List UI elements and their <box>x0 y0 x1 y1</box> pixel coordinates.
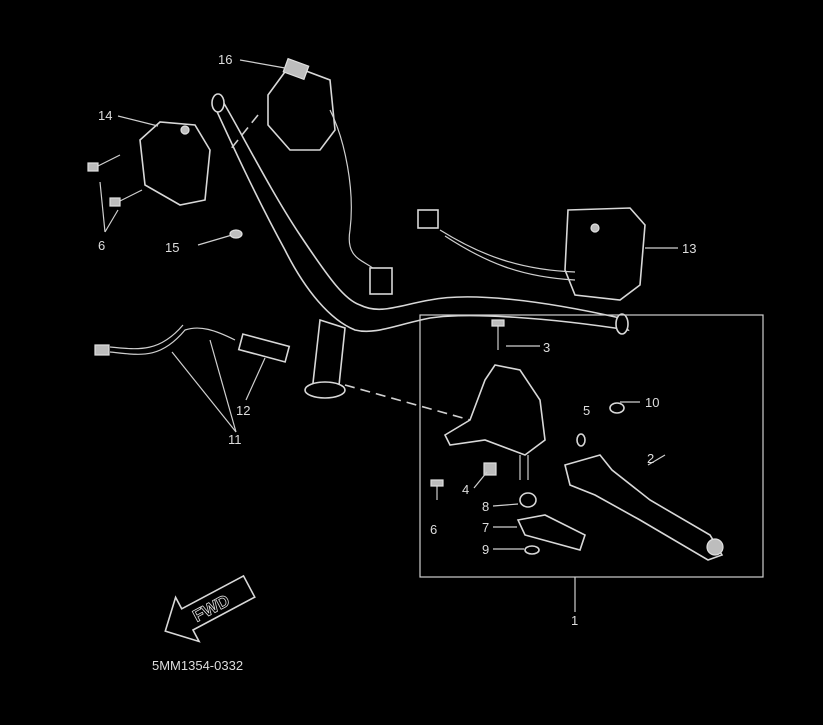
part-15-clip <box>197 229 243 246</box>
callout-14: 14 <box>98 108 112 123</box>
assembly-box <box>419 314 764 578</box>
callout-4: 4 <box>462 482 469 497</box>
small-parts <box>430 402 625 555</box>
callout-12: 12 <box>236 403 250 418</box>
callout-3: 3 <box>543 340 550 355</box>
callout-2: 2 <box>647 451 654 466</box>
callout-7: 7 <box>482 520 489 535</box>
assembly-line-post <box>344 384 471 421</box>
handlebar-switch-16 <box>267 57 393 295</box>
assembly-line-switch <box>229 114 259 151</box>
callout-1: 1 <box>571 613 578 628</box>
leader-lines <box>99 59 678 612</box>
handlebar-switch-13 <box>417 207 646 301</box>
callout-10: 10 <box>645 395 659 410</box>
callout-6-right: 6 <box>430 522 437 537</box>
callout-8: 8 <box>482 499 489 514</box>
handlebar-switch-14 <box>139 121 211 206</box>
callout-9: 9 <box>482 542 489 557</box>
lever-2 <box>564 454 724 561</box>
callout-6-left: 6 <box>98 238 105 253</box>
callout-16: 16 <box>218 52 232 67</box>
fwd-arrow: FWD <box>164 574 256 643</box>
lever-holder <box>443 319 546 480</box>
screws-6-left <box>87 154 143 207</box>
drawing-code: 5MM1354-0332 <box>152 658 243 673</box>
callout-15: 15 <box>165 240 179 255</box>
handlebar <box>211 93 630 335</box>
switch-cable-11-12 <box>94 324 291 363</box>
callout-5: 5 <box>583 403 590 418</box>
callout-11: 11 <box>228 432 242 447</box>
callout-13: 13 <box>682 241 696 256</box>
steering-post <box>304 318 346 399</box>
